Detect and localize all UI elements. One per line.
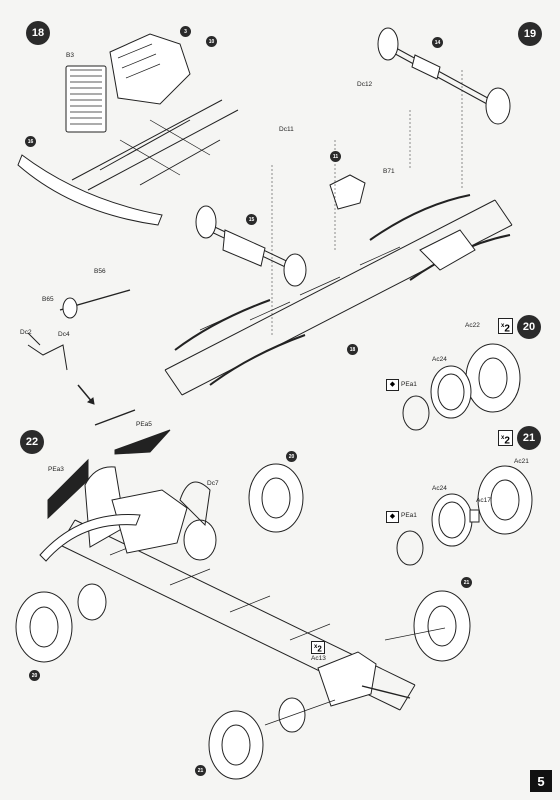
- chassis-22: [59, 519, 416, 711]
- oring-20: [402, 395, 430, 431]
- front-bumper-18: [17, 154, 163, 226]
- part-label-ac24-bottom: Ac24: [432, 485, 447, 492]
- ref-bubble-16: 16: [25, 136, 36, 147]
- engine-block: [109, 33, 191, 105]
- oring-21: [396, 530, 424, 566]
- quantity-box-22: x2: [311, 641, 325, 654]
- wheel-20: [465, 343, 521, 413]
- part-label-b3: B3: [66, 52, 74, 59]
- ref-bubble-3: 3: [180, 26, 191, 37]
- wheel-22-fl: [15, 591, 73, 663]
- engine-22: [111, 489, 188, 554]
- part-label-pea5: PEa5: [136, 421, 152, 428]
- wheel-22-rr: [413, 590, 471, 662]
- part-label-dc4: Dc4: [58, 331, 70, 338]
- part-label-pea1-top: PEa1: [401, 381, 417, 388]
- leaf-spring-19b: [209, 334, 306, 386]
- wheel-22-rl: [208, 710, 264, 780]
- step-number-22: 22: [20, 430, 44, 454]
- page-number: 5: [530, 770, 552, 792]
- step-number-19: 19: [518, 22, 542, 46]
- part-label-pea1-bottom: PEa1: [401, 512, 417, 519]
- rear-axle-19: [384, 41, 499, 111]
- part-label-ac17: Ac17: [476, 497, 491, 504]
- wheel-22-fr: [248, 463, 304, 533]
- fender-left-22: [47, 458, 89, 520]
- part-label-b65: B65: [42, 296, 54, 303]
- ref-bubble-11: 11: [330, 151, 341, 162]
- part-label-dc7: Dc7: [207, 480, 219, 487]
- paint-icon-21: ◆: [386, 511, 399, 523]
- ref-bubble-20a: 20: [286, 451, 297, 462]
- step-number-20: 20: [517, 315, 541, 339]
- part-label-dc12: Dc12: [357, 81, 373, 88]
- part-label-pea3: PEa3: [48, 466, 64, 473]
- bumper-22: [39, 514, 141, 562]
- ref-bubble-14: 14: [432, 37, 443, 48]
- step-number-18: 18: [26, 21, 50, 45]
- ref-bubble-20b: 20: [29, 670, 40, 681]
- part-label-ac13: Ac13: [311, 655, 326, 662]
- part-label-dc2: Dc2: [20, 329, 32, 336]
- step-number-21: 21: [517, 426, 541, 450]
- leaf-spring-19a: [174, 299, 271, 351]
- part-label-ac24-top: Ac24: [432, 356, 447, 363]
- ref-bubble-21a: 21: [461, 577, 472, 588]
- frame-rails-18: [71, 99, 239, 191]
- ref-bubble-15: 15: [246, 214, 257, 225]
- ref-bubble-10: 10: [206, 36, 217, 47]
- quantity-box-20: x2: [498, 318, 513, 334]
- fender-right-22: [114, 429, 171, 455]
- part-label-ac22: Ac22: [465, 322, 480, 329]
- paint-icon-20: ◆: [386, 379, 399, 391]
- leaf-spring-19c: [369, 194, 471, 241]
- chassis-19: [164, 199, 513, 396]
- part-label-dc11: Dc11: [279, 126, 294, 133]
- radiator: [65, 65, 107, 133]
- ref-bubble-18: 18: [347, 344, 358, 355]
- part-label-b56: B56: [94, 268, 106, 275]
- rim-20: [430, 365, 472, 419]
- wheel-21: [477, 465, 533, 535]
- part-label-b71: B71: [383, 168, 395, 175]
- part-label-ac21: Ac21: [514, 458, 529, 465]
- ref-bubble-21b: 21: [195, 765, 206, 776]
- quantity-box-21: x2: [498, 430, 513, 446]
